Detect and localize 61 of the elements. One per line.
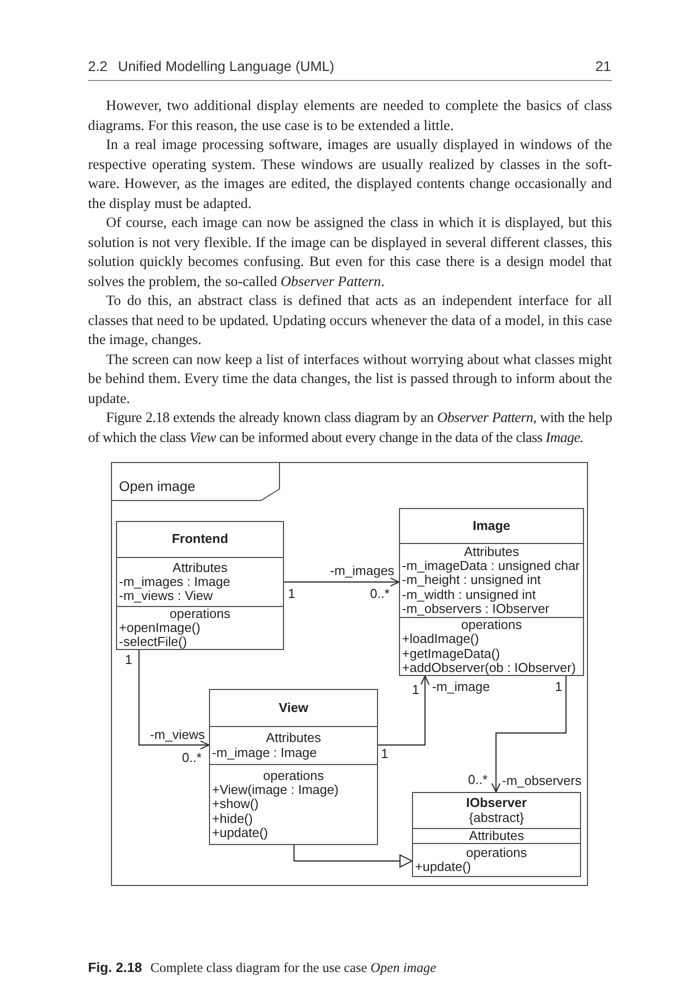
- body-paragraph: The screen can now keep a list of interfaces without worrying about what classes might be behind them. Every time the data changes, the list is passed through to inform about the update.: [88, 350, 612, 408]
- multiplicity-label: 0..*: [182, 751, 202, 766]
- compartment-heading: Attributes: [266, 731, 321, 746]
- multiplicity-label: 1: [381, 747, 388, 762]
- compartment-heading: Attributes: [469, 828, 524, 844]
- multiplicity-label: 0..*: [468, 773, 488, 788]
- operation-text: +hide(): [212, 812, 253, 826]
- compartment-heading: Attributes: [172, 560, 228, 575]
- compartment-heading: operations: [461, 618, 522, 632]
- compartment-heading: operations: [170, 606, 230, 621]
- multiplicity-label: 1: [288, 587, 296, 602]
- class-box: [412, 792, 581, 877]
- multiplicity-label: 1: [125, 653, 132, 668]
- attribute-text: -m_image : Image: [212, 746, 317, 760]
- running-head: Unified Modelling Language (UML): [118, 58, 334, 74]
- role-label: -m_views: [150, 728, 205, 742]
- diagram-frame: [111, 462, 588, 886]
- body-paragraph: Figure 2.18 extends the already known class diagram by an Observer Pattern, with the help of which the class View can be informed about every change in the data of the class Image.: [88, 409, 612, 448]
- role-label: -m_observers: [502, 774, 582, 788]
- class-name: Frontend: [172, 532, 228, 547]
- multiplicity-label: 1: [555, 680, 562, 694]
- class-name: Image: [472, 518, 510, 534]
- figure-caption: Fig. 2.18 Complete class diagram for the use case Open image: [88, 959, 436, 977]
- body-paragraph: In a real image processing software, images are usually displayed in windows of the respective operating system. These windows are usually realized by classes in the soft-ware. However, as the images are edited, the displayed contents change occasionally and the display must be adapted.: [88, 136, 612, 214]
- operation-text: +addObserver(ob : IObserver): [402, 660, 576, 675]
- compartment-heading: operations: [263, 768, 324, 784]
- class-box: [399, 508, 584, 676]
- operation-text: +openImage(): [119, 620, 200, 636]
- class-name: IObserver: [466, 796, 527, 810]
- operation-text: +View(image : Image): [212, 783, 339, 798]
- body-paragraph: Of course, each image can now be assigned the class in which it is displayed, but this solution is not very flexible. If the image can be displayed in several different classes, this solution quickly becomes confusing. But even for this case there is a design model that solves the problem, the so-called Observer Pattern.: [88, 214, 612, 292]
- attribute-text: -m_imageData : unsigned char: [402, 559, 580, 574]
- page-number: 21: [595, 58, 611, 74]
- compartment-heading: operations: [466, 846, 527, 860]
- operation-text: +update(): [415, 860, 472, 874]
- compartment-heading: Attributes: [464, 544, 519, 560]
- attribute-text: -m_width : unsigned int: [402, 588, 536, 602]
- class-name: View: [278, 700, 308, 716]
- association-arrow: [138, 650, 210, 750]
- class-property: {abstract}: [469, 810, 524, 825]
- multiplicity-label: 0..*: [370, 587, 390, 602]
- body-paragraph: However, two additional display elements are needed to complete the basics of class diagrams. For this reason, the use case is to be extended a little.: [88, 97, 612, 136]
- operation-text: +loadImage(): [402, 632, 479, 646]
- attribute-text: -m_height : unsigned int: [402, 573, 541, 588]
- multiplicity-label: 1: [412, 683, 420, 698]
- attribute-text: -m_views : View: [119, 589, 213, 604]
- body-paragraph: To do this, an abstract class is defined that acts as an independent interface for all classes that need to be updated. Updating occurs whenever the data of a model, in this case the image, changes.: [88, 292, 612, 350]
- class-box: [116, 521, 284, 650]
- operation-text: +show(): [212, 797, 259, 812]
- frame-title: Open image: [119, 479, 196, 494]
- generalization-arrow: [293, 845, 413, 868]
- association-arrow: [378, 675, 430, 746]
- role-label: -m_image: [432, 680, 490, 694]
- operation-text: +getImageData(): [402, 646, 500, 661]
- class-box: [209, 689, 378, 845]
- section-number: 2.2: [88, 58, 108, 74]
- association-arrow: [491, 676, 567, 793]
- attribute-text: -m_observers : IObserver: [402, 602, 550, 616]
- attribute-text: -m_images : Image: [119, 574, 230, 590]
- operation-text: -selectFile(): [119, 635, 187, 650]
- operation-text: +update(): [212, 826, 268, 840]
